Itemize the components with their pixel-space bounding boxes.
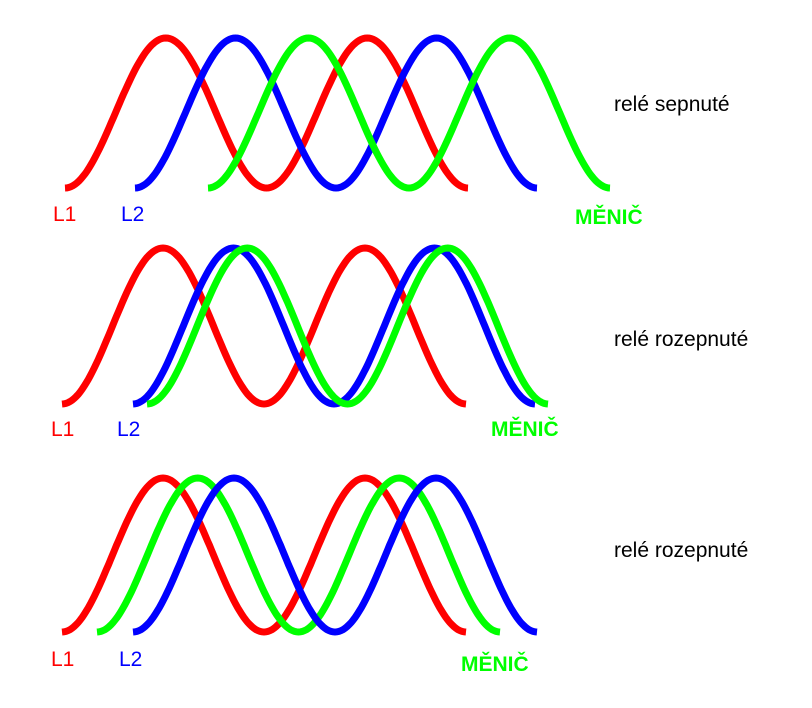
panel1-l2-label: L2 bbox=[121, 203, 145, 226]
panel3-menic-wave bbox=[96, 474, 501, 636]
panel1-menic-label: MĚNIČ bbox=[575, 206, 643, 229]
panel2-state-label: relé rozepnuté bbox=[614, 328, 749, 351]
panel1-l2-wave bbox=[134, 34, 538, 192]
panel3-state-label: relé rozepnuté bbox=[614, 539, 749, 562]
panel3-l1-label: L1 bbox=[51, 648, 75, 671]
panel2-l1-label: L1 bbox=[51, 418, 75, 441]
panel3-menic-label: MĚNIČ bbox=[461, 653, 529, 676]
panel2-menic-wave bbox=[146, 244, 549, 408]
panel2-l2-label: L2 bbox=[117, 418, 141, 441]
panel1-state-label: relé sepnuté bbox=[614, 93, 730, 116]
panel2-menic-label: MĚNIČ bbox=[491, 418, 559, 441]
panel3-l2-wave bbox=[132, 474, 538, 636]
panel3-l2-label: L2 bbox=[119, 648, 143, 671]
panel1-l1-label: L1 bbox=[53, 203, 77, 226]
panel1-menic-wave bbox=[207, 34, 611, 192]
panel2-l2-wave bbox=[132, 244, 536, 408]
